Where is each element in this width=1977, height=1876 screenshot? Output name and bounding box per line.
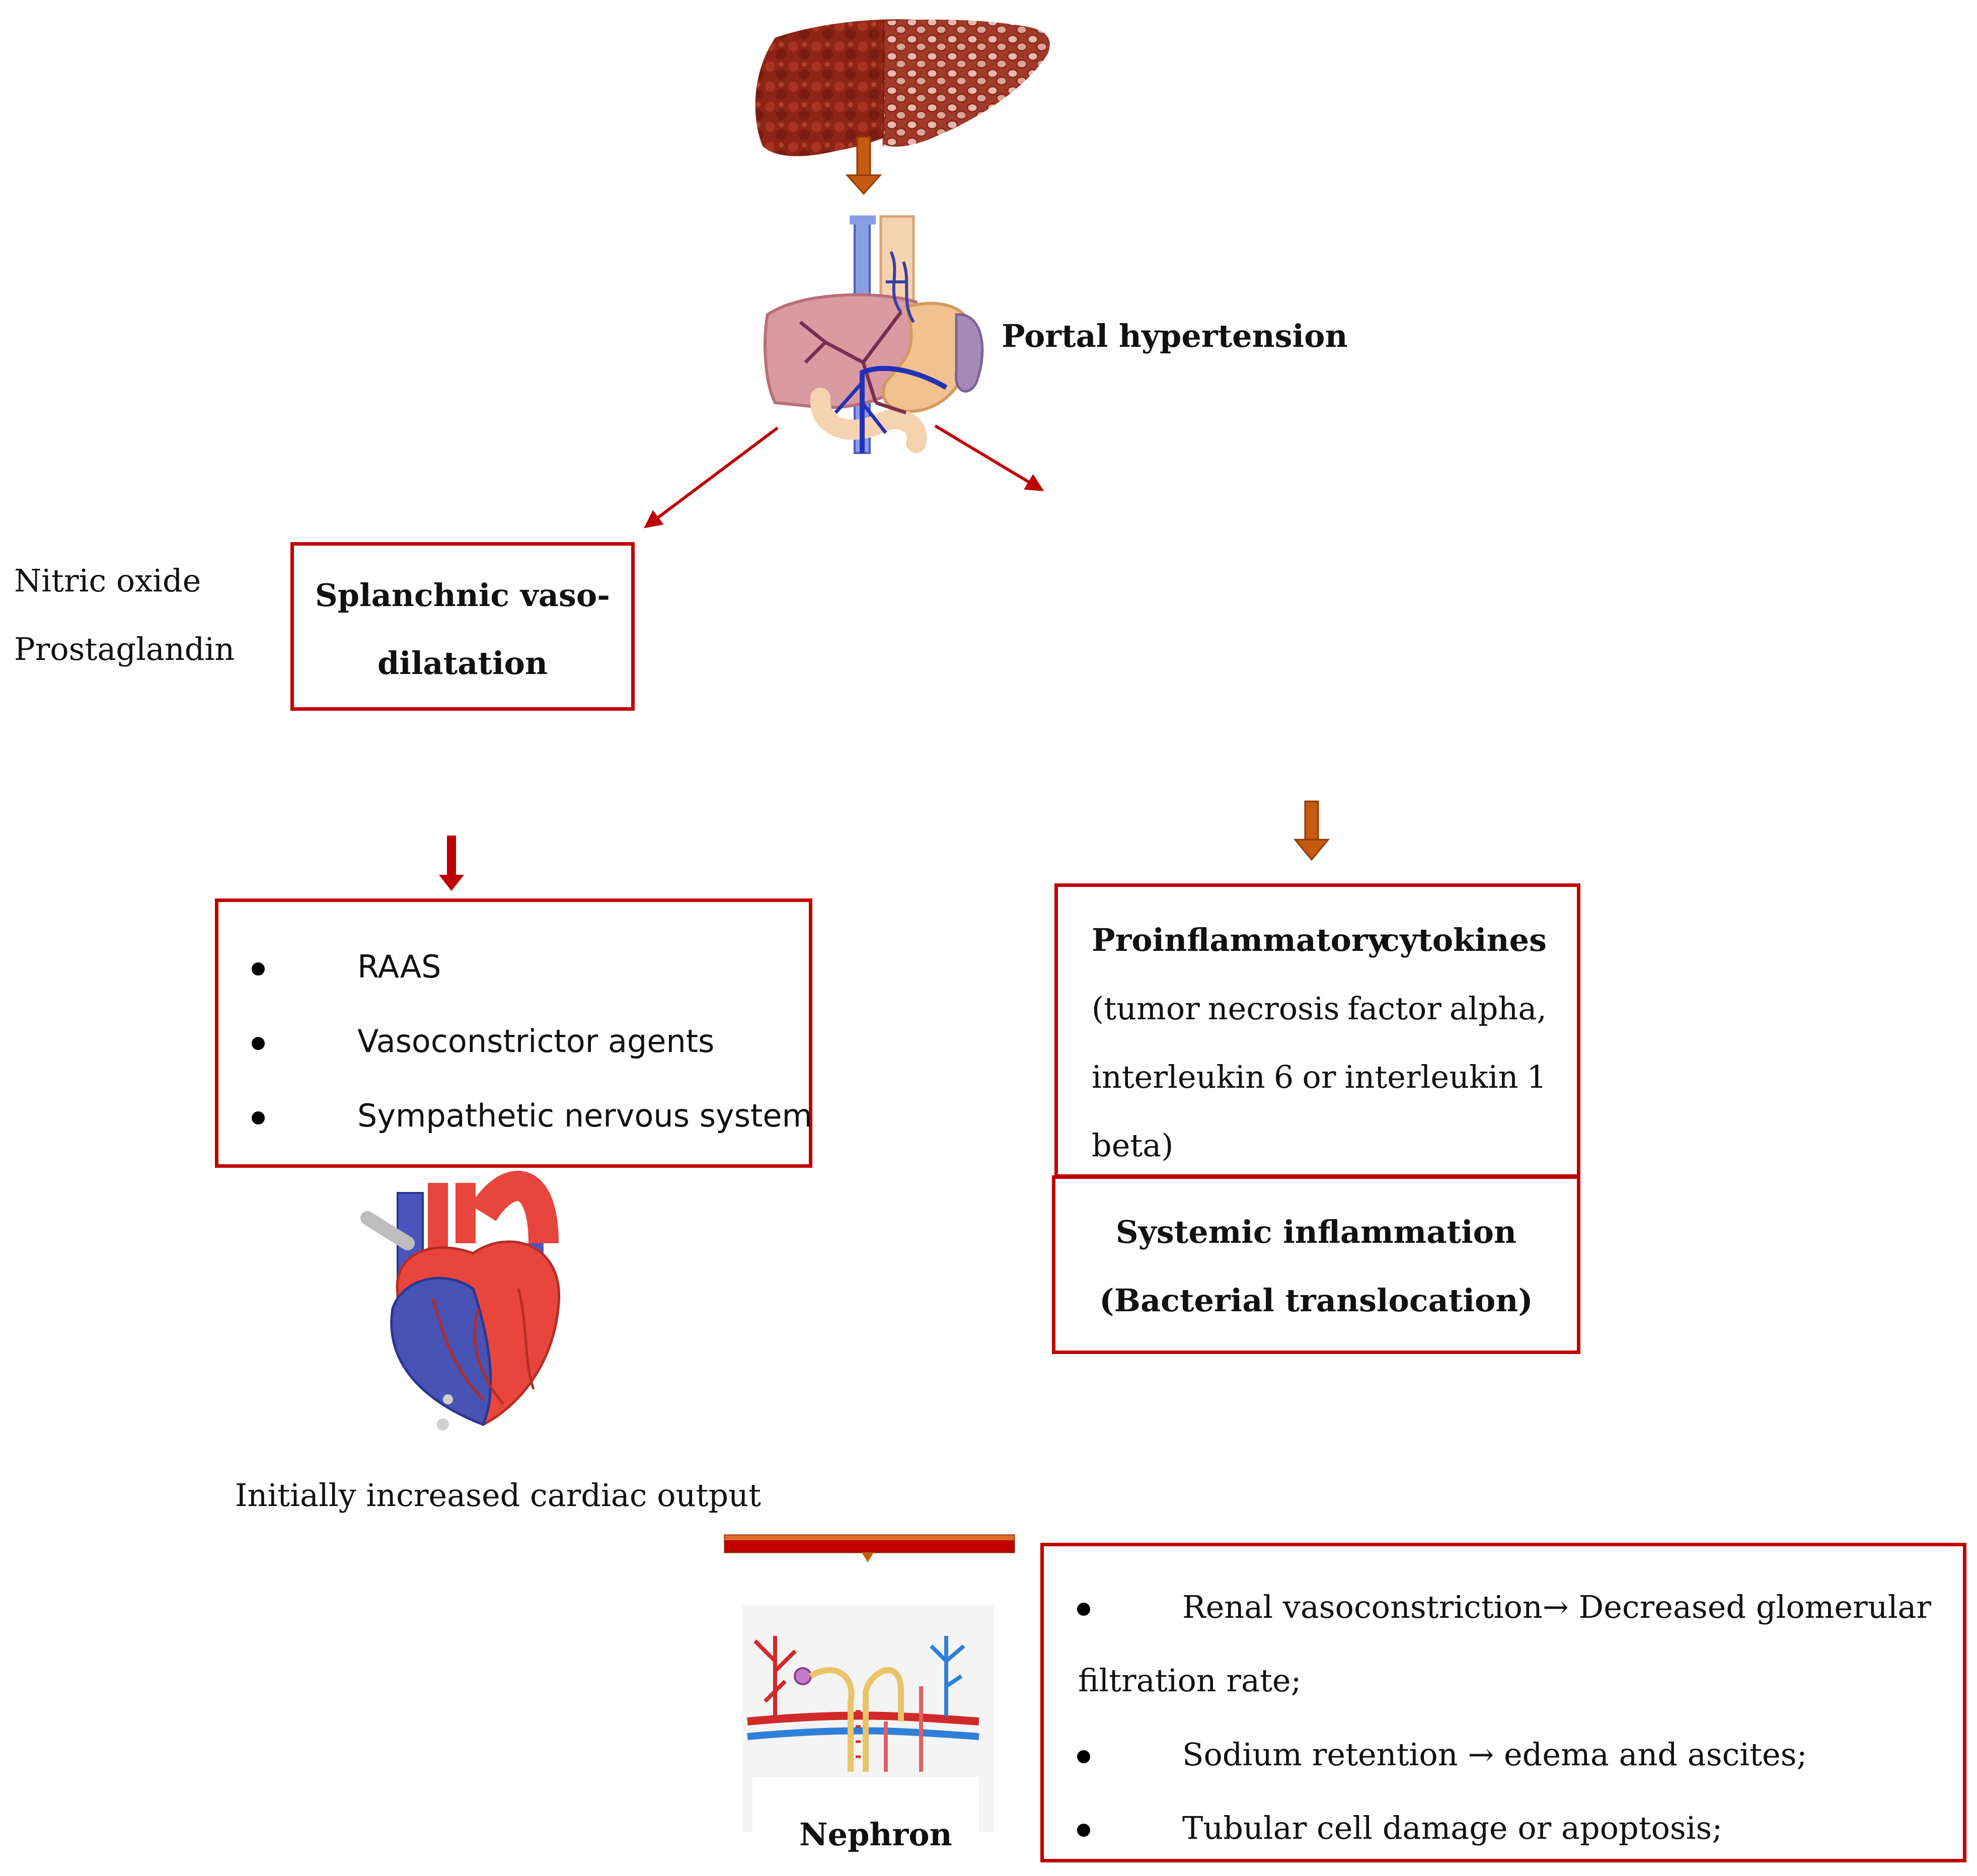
cytokines-word: 6 (1273, 1059, 1294, 1095)
renal-effects-box: Renal vasoconstriction→ Decreased glomer… (1040, 1543, 1966, 1862)
renal-item-1-line-2: filtration rate; (1078, 1662, 1302, 1699)
cytokines-title-right: cytokines (1381, 922, 1547, 958)
heart-illustration (360, 1171, 561, 1431)
cardiac-output-caption: Initially increased cardiac output (235, 1477, 761, 1514)
nephron-label: Nephron (799, 1816, 952, 1853)
arrow-to-cytokine-box (1293, 800, 1330, 861)
nephron-illustration (742, 1606, 994, 1832)
systemic-line-2: (Bacterial translocation) (1099, 1282, 1533, 1319)
cytokines-word: interleukin (1092, 1059, 1265, 1095)
bullet-renal-vasoconstriction (1077, 1603, 1090, 1616)
cytokines-word: alpha, (1449, 990, 1547, 1027)
neurohormonal-box: RAAS Vasoconstrictor agents Sympathetic … (215, 898, 812, 1168)
neurohormonal-item-sympathetic: Sympathetic nervous system (357, 1097, 812, 1134)
arrow-bar-to-nephron (724, 1534, 1015, 1562)
bullet-raas (252, 962, 265, 975)
portal-hypertension-label: Portal hypertension (1002, 318, 1348, 354)
cytokines-word: interleukin (1344, 1059, 1518, 1095)
splanchnic-line-2: dilatation (377, 645, 548, 682)
portal-anatomy-illustration (764, 215, 984, 454)
cytokines-line-4: beta) (1092, 1127, 1174, 1164)
cytokines-word: factor (1347, 990, 1441, 1027)
bullet-tubular-damage (1077, 1824, 1090, 1837)
systemic-inflammation-box: Systemic inflammation (Bacterial translo… (1052, 1175, 1580, 1354)
renal-item-2: Sodium retention → edema and ascites; (1182, 1736, 1807, 1773)
splanchnic-vasodilatation-box: Splanchnic vaso- dilatation (290, 542, 635, 711)
cytokines-box: Proinflammatory cytokines (tumor necrosi… (1054, 883, 1580, 1178)
cytokines-title-left: Proinflammatory (1092, 922, 1386, 958)
arrow-liver-to-portal (845, 136, 882, 195)
splanchnic-line-1: Splanchnic vaso- (315, 577, 610, 614)
arrow-to-splanchnic (644, 426, 779, 529)
cytokines-word: 1 (1527, 1059, 1547, 1095)
bullet-vasoconstrictor (252, 1037, 265, 1050)
mediator-nitric-oxide: Nitric oxide (14, 562, 201, 599)
arrow-to-cytokines (934, 424, 1044, 491)
cytokines-word: (tumor (1092, 990, 1200, 1027)
neurohormonal-item-vasoconstrictor: Vasoconstrictor agents (357, 1023, 715, 1060)
cytokines-line-3: interleukin 6 or interleukin 1 (1092, 1062, 1547, 1093)
arrow-to-neurohormonal (439, 836, 464, 891)
bullet-sympathetic (252, 1111, 265, 1124)
neurohormonal-item-raas: RAAS (357, 948, 441, 985)
renal-item-3: Tubular cell damage or apoptosis; (1182, 1810, 1723, 1846)
renal-item-1-line-1: Renal vasoconstriction→ Decreased glomer… (1182, 1589, 1932, 1625)
cytokines-word: or (1302, 1059, 1336, 1095)
systemic-line-1: Systemic inflammation (1115, 1214, 1517, 1250)
cytokines-line-2: (tumor necrosis factor alpha, (1092, 993, 1547, 1024)
cirrhotic-liver-illustration (755, 19, 1050, 157)
bullet-sodium-retention (1077, 1750, 1090, 1763)
cytokines-word: necrosis (1207, 990, 1340, 1027)
mediator-prostaglandin: Prostaglandin (14, 631, 235, 667)
